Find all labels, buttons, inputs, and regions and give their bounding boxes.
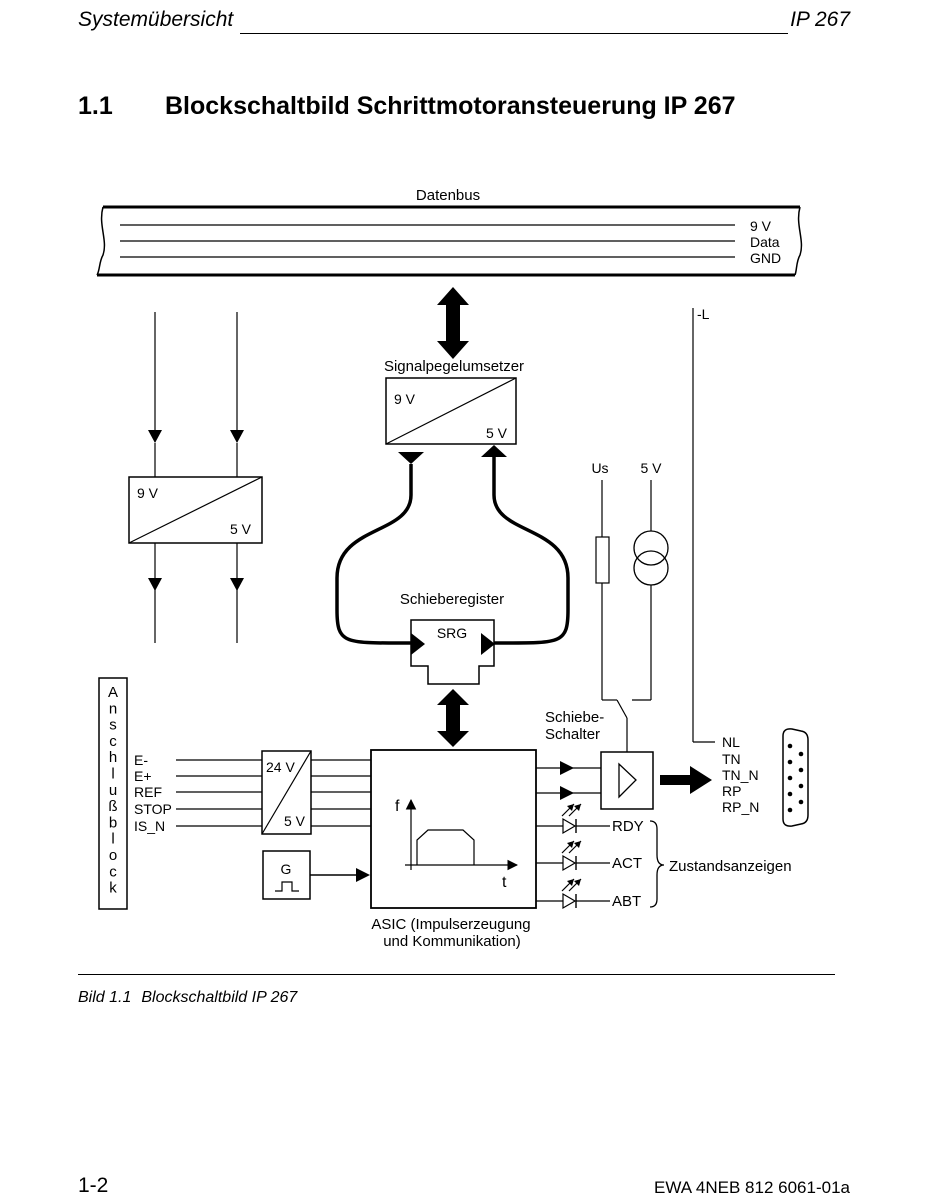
bus-line-gnd: GND [750,250,781,266]
status-leds: RDY ACT ABT Zustandsanzeigen [536,803,792,910]
output-rp-n: RP_N [722,799,759,815]
terminal-block-letter: n [109,700,117,717]
terminal-block-letter: A [108,684,118,701]
slide-switch-label-1: Schiebe- [545,709,604,726]
bus-title: Datenbus [416,187,480,204]
supply: Us 5 V [591,460,669,752]
terminal-block-letter: s [109,717,117,734]
caption-label: Bild 1.1 [78,989,132,1006]
status-brace [649,820,665,908]
slide-switch-label-2: Schalter [545,726,600,743]
input-label: STOP [134,801,172,817]
bus-line-data: Data [750,234,780,250]
section-title: Blockschaltbild Schrittmotoransteuerung … [165,92,736,120]
terminal-block-letter: h [109,749,117,766]
bus-line-9v: 9 V [750,218,772,234]
terminal-block-letter: u [109,782,117,799]
asic-t-label: t [502,874,507,891]
terminal-block-letter: l [111,831,114,848]
output-driver [536,751,712,810]
generator-label: G [281,861,292,877]
supply-5v: 5 V [640,460,662,476]
input-label: IS_N [134,818,165,834]
l-line-label: -L [697,306,710,322]
terminal-block-letter: b [109,814,117,831]
pulse-icon [275,881,299,892]
caption-text: Blockschaltbild IP 267 [141,989,298,1006]
header-rule [240,33,788,34]
asic: f t ASIC (Impulserzeugung und Kommunikat… [370,749,537,950]
level-converter-bottom: 5 V [486,425,508,441]
shift-register: Schieberegister SRG [400,591,504,685]
terminal-block-letter: ß [108,798,117,815]
caption-rule [78,974,835,975]
left-converter: 9 V 5 V [128,476,263,544]
srg-label: SRG [437,625,467,641]
document-id: EWA 4NEB 812 6061-01a [654,1178,850,1197]
level-converter-title: Signalpegelumsetzer [384,358,524,375]
output-tn-n: TN_N [722,767,759,783]
input-label: E- [134,752,148,768]
terminal-block-letter: c [109,733,117,750]
input-converter-top: 24 V [266,759,295,775]
asic-f-label: f [395,798,400,815]
data-bus: Datenbus 9 V Data GND [96,187,803,277]
section-number: 1.1 [78,92,113,120]
shift-register-title: Schieberegister [400,591,504,608]
left-converter-top: 9 V [137,485,159,501]
header-right: IP 267 [790,8,850,31]
asic-caption-1: ASIC (Impulserzeugung [371,916,530,933]
terminal-block-letter: l [111,766,114,783]
input-label: E+ [134,768,152,784]
terminal-block-letter: c [109,863,117,880]
led-label: ABT [612,893,641,910]
page-number: 1-2 [78,1174,109,1197]
led-label: RDY [612,818,644,835]
left-converter-lines [148,312,244,643]
level-converter: Signalpegelumsetzer 9 V 5 V [384,358,524,445]
output-signals: NL TN TN_N RP RP_N [722,734,759,815]
srg-asic-double-arrow [437,689,469,747]
subd-connector-icon [782,728,809,827]
supply-us: Us [591,460,608,476]
led-row: RDY [536,803,644,835]
led-label: ACT [612,855,642,872]
status-label: Zustandsanzeigen [669,858,792,875]
led-row: ABT [536,878,641,910]
converter-srg-loop [335,445,570,645]
figure-caption: Bild 1.1 Blockschaltbild IP 267 [78,989,297,1007]
header-left: Systemübersicht [78,8,234,31]
generator: G [262,850,370,900]
level-converter-top: 9 V [394,391,416,407]
output-tn: TN [722,751,741,767]
output-rp: RP [722,783,741,799]
bus-double-arrow [437,287,469,359]
output-nl: NL [722,734,740,750]
asic-caption-2: und Kommunikation) [383,933,521,950]
left-converter-bottom: 5 V [230,521,252,537]
l-line: -L [692,306,715,743]
block-diagram: Datenbus 9 V Data GND Signalpegelumsetze… [96,187,809,950]
led-row: ACT [536,840,642,872]
input-label: REF [134,784,162,800]
terminal-block-letter: o [109,847,117,864]
terminal-block-letter: k [109,880,117,897]
input-converter-bottom: 5 V [284,813,306,829]
input-converter: 24 V 5 V [261,750,371,835]
velocity-profile [416,829,475,865]
